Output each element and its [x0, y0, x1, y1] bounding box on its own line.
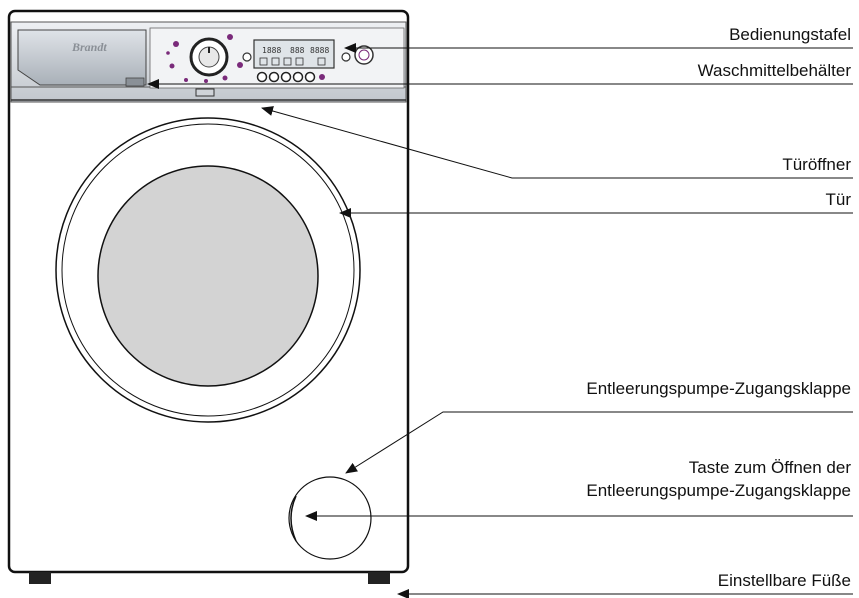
option-button-left[interactable] — [242, 52, 252, 62]
program-symbols — [166, 34, 243, 83]
option-buttons[interactable] — [256, 71, 316, 83]
detergent-drawer[interactable] — [17, 29, 147, 86]
label-control-panel: Bedienungstafel — [729, 25, 851, 44]
program-knob[interactable] — [189, 37, 229, 77]
label-pump-flap: Entleerungspumpe-Zugangsklappe — [586, 379, 851, 398]
display-icons — [259, 57, 326, 66]
display-digits-right: 8888 — [310, 46, 329, 55]
label-detergent-drawer: Waschmittelbehälter — [697, 61, 851, 80]
label-feet: Einstellbare Füße — [717, 571, 851, 590]
door-opener-handle[interactable] — [195, 88, 215, 97]
pump-flap-button[interactable] — [290, 495, 297, 542]
label-door: Tür — [825, 190, 852, 209]
option-button-accent[interactable] — [319, 74, 325, 80]
foot-left — [29, 572, 51, 584]
brand-logo: Brandt — [71, 40, 107, 54]
label-pump-button-line1: Taste zum Öffnen der — [688, 458, 851, 477]
option-button-side[interactable] — [341, 52, 351, 62]
foot-right — [368, 572, 390, 584]
leader-lines — [147, 43, 853, 598]
door-ring-inner — [61, 123, 355, 417]
display-digits-left: 1888 — [262, 46, 281, 55]
door-window — [97, 165, 319, 387]
label-pump-button-line2: Entleerungspumpe-Zugangsklappe — [586, 481, 851, 500]
label-door-opener: Türöffner — [782, 155, 851, 174]
start-button[interactable] — [354, 45, 374, 65]
start-button-ring — [358, 49, 370, 61]
display-digits-mid: 888 — [290, 46, 305, 55]
pump-access-flap[interactable] — [288, 476, 372, 560]
